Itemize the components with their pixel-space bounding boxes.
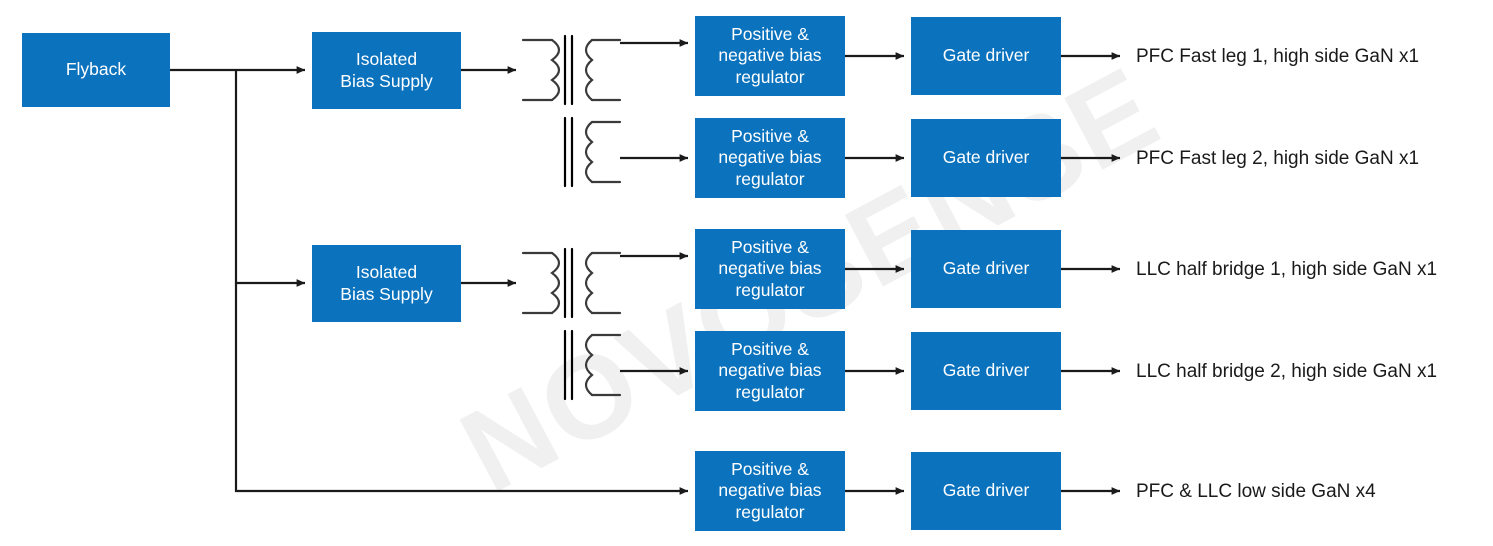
block-bias-regulator-3[interactable]: Positive & negative bias regulator: [695, 229, 845, 309]
block-gate-driver-4-label: Gate driver: [942, 360, 1030, 381]
block-isolated-bias-supply-2-label: Isolated Bias Supply: [340, 262, 433, 304]
block-gate-driver-2[interactable]: Gate driver: [911, 119, 1061, 197]
block-gate-driver-1-label: Gate driver: [942, 45, 1030, 66]
block-bias-regulator-2[interactable]: Positive & negative bias regulator: [695, 118, 845, 198]
block-gate-driver-1[interactable]: Gate driver: [911, 17, 1061, 95]
output-label-3: LLC half bridge 1, high side GaN x1: [1136, 259, 1438, 280]
wire-bus-to-supply2: [234, 70, 306, 287]
block-isolated-bias-supply-1[interactable]: Isolated Bias Supply: [312, 32, 461, 109]
block-gate-driver-2-label: Gate driver: [942, 147, 1030, 168]
block-bias-regulator-5[interactable]: Positive & negative bias regulator: [695, 451, 845, 531]
block-isolated-bias-supply-2[interactable]: Isolated Bias Supply: [312, 245, 461, 322]
block-bias-regulator-2-label: Positive & negative bias regulator: [718, 125, 822, 189]
block-bias-regulator-4-label: Positive & negative bias regulator: [718, 338, 822, 402]
output-label-5: PFC & LLC low side GaN x4: [1136, 481, 1376, 502]
block-gate-driver-5[interactable]: Gate driver: [911, 452, 1061, 530]
block-flyback[interactable]: Flyback: [22, 33, 170, 107]
block-gate-driver-5-label: Gate driver: [942, 480, 1030, 501]
block-isolated-bias-supply-1-label: Isolated Bias Supply: [340, 49, 433, 91]
block-bias-regulator-1-label: Positive & negative bias regulator: [718, 23, 822, 87]
transformer-1-symbol: [521, 34, 622, 188]
block-bias-regulator-3-label: Positive & negative bias regulator: [718, 236, 822, 300]
block-flyback-label: Flyback: [65, 59, 127, 80]
block-gate-driver-3-label: Gate driver: [942, 258, 1030, 279]
block-gate-driver-3[interactable]: Gate driver: [911, 230, 1061, 308]
block-gate-driver-4[interactable]: Gate driver: [911, 332, 1061, 410]
output-label-1: PFC Fast leg 1, high side GaN x1: [1136, 46, 1420, 67]
block-bias-regulator-5-label: Positive & negative bias regulator: [718, 458, 822, 522]
output-label-2: PFC Fast leg 2, high side GaN x1: [1136, 148, 1420, 169]
output-label-4: LLC half bridge 2, high side GaN x1: [1136, 361, 1438, 382]
block-bias-regulator-1[interactable]: Positive & negative bias regulator: [695, 16, 845, 96]
block-bias-regulator-4[interactable]: Positive & negative bias regulator: [695, 331, 845, 411]
